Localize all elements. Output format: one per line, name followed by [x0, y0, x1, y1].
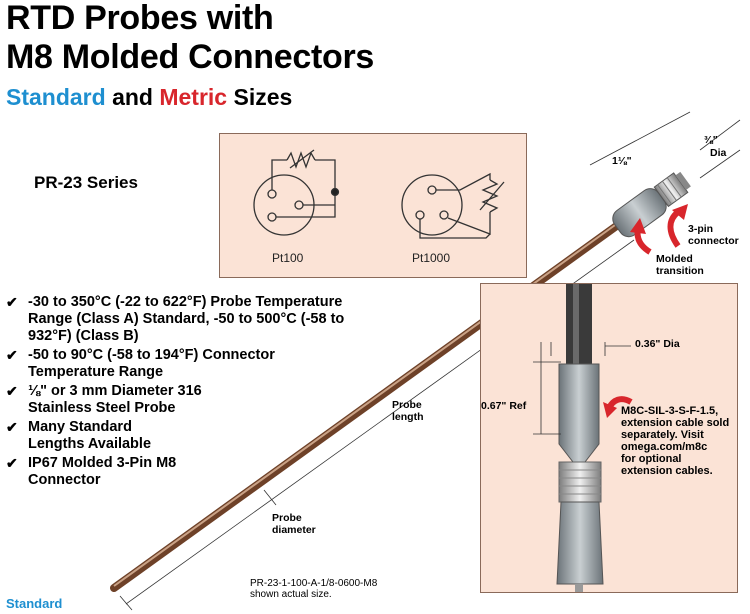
feature-item: ✔ -50 to 90°C (-58 to 194°F) Connector T… — [6, 347, 366, 381]
probe-diameter-label-2: diameter — [272, 524, 316, 536]
molded-connector — [612, 171, 691, 238]
check-icon: ✔ — [6, 455, 18, 471]
ref-067-label: 0.67" Ref — [481, 400, 527, 412]
extension-note-line: for optional — [621, 453, 682, 465]
pt1000-label: Pt1000 — [412, 251, 450, 265]
subtitle-and: and — [105, 84, 160, 110]
subtitle-sizes: Sizes — [227, 84, 293, 110]
pt1000-diagram — [401, 172, 505, 239]
connector-label: connector — [688, 235, 739, 247]
wiring-diagram: Pt100 Pt1000 — [219, 133, 527, 278]
footer-standard: Standard — [6, 596, 63, 611]
connector-detail: 0.36" Dia 0.67" Ref M8C-SIL-3-S-F-1.5, e… — [480, 283, 738, 593]
feature-text: IP67 Molded 3-Pin M8 Connector — [28, 455, 177, 488]
lower-molded-body — [556, 501, 604, 585]
metal-coupling — [558, 461, 602, 503]
part-number-line2: shown actual size. — [250, 589, 332, 600]
extension-note-line[interactable]: omega.com/m8c — [621, 441, 708, 453]
connector-arrow — [667, 209, 681, 248]
connector-detail-svg — [533, 284, 633, 592]
extension-note-line: M8C-SIL-3-S-F-1.5, — [621, 405, 719, 417]
pt100-label: Pt100 — [272, 251, 304, 265]
dia-036-label: 0.36" Dia — [635, 338, 680, 350]
feature-text: Many Standard Lengths Available — [28, 419, 152, 452]
dia-3-8-label: ⅜" — [704, 134, 718, 146]
feature-text: -50 to 90°C (-58 to 194°F) Connector Tem… — [28, 347, 275, 380]
page-title-line2: M8 Molded Connectors — [6, 38, 375, 76]
probe-length-label-2: length — [392, 411, 424, 423]
feature-item: ✔ IP67 Molded 3-Pin M8 Connector — [6, 455, 366, 489]
three-pin-label: 3-pin — [688, 223, 714, 235]
upper-molded-body — [558, 363, 600, 463]
part-number-line1: PR-23-1-100-A-1/8-0600-M8 — [250, 578, 378, 589]
probe-tube-highlight — [113, 219, 623, 587]
probe-diameter-label-1: Probe — [272, 512, 302, 524]
check-icon: ✔ — [6, 294, 18, 310]
extension-note: M8C-SIL-3-S-F-1.5, extension cable sold … — [621, 405, 729, 477]
series-label: PR-23 Series — [34, 173, 138, 192]
page-title-line1: RTD Probes with — [6, 0, 274, 37]
page-subtitle: Standard and Metric Sizes — [6, 84, 292, 110]
feature-item: ✔ -30 to 350°C (-22 to 622°F) Probe Temp… — [6, 294, 366, 345]
extension-note-line: extension cable sold — [621, 417, 730, 429]
part-number: PR-23-1-100-A-1/8-0600-M8 shown actual s… — [250, 578, 377, 600]
probe-diameter-tick — [263, 489, 277, 506]
check-icon: ✔ — [6, 347, 18, 363]
check-icon: ✔ — [6, 419, 18, 435]
dia-word-label: Dia — [710, 147, 727, 159]
feature-item: ✔ Many Standard Lengths Available — [6, 419, 366, 453]
feature-text: -30 to 350°C (-22 to 622°F) Probe Temper… — [28, 294, 345, 344]
length-1-1-8-label: 1⅛" — [612, 155, 632, 167]
extension-note-line: separately. Visit — [621, 429, 704, 441]
feature-item: ✔ ⅛" or 3 mm Diameter 316 Stainless Stee… — [6, 383, 366, 417]
extension-note-line: extension cables. — [621, 465, 713, 477]
subtitle-standard: Standard — [6, 84, 106, 110]
feature-list: ✔ -30 to 350°C (-22 to 622°F) Probe Temp… — [6, 294, 366, 491]
subtitle-metric: Metric — [159, 84, 228, 110]
wiring-diagram-svg: Pt100 Pt1000 — [253, 149, 505, 265]
check-icon: ✔ — [6, 383, 18, 399]
transition-label: transition — [656, 265, 704, 277]
molded-label: Molded — [656, 253, 693, 265]
probe-length-label-1: Probe — [392, 399, 422, 411]
pt100-diagram — [253, 149, 340, 236]
feature-text: ⅛" or 3 mm Diameter 316 Stainless Steel … — [28, 383, 202, 416]
